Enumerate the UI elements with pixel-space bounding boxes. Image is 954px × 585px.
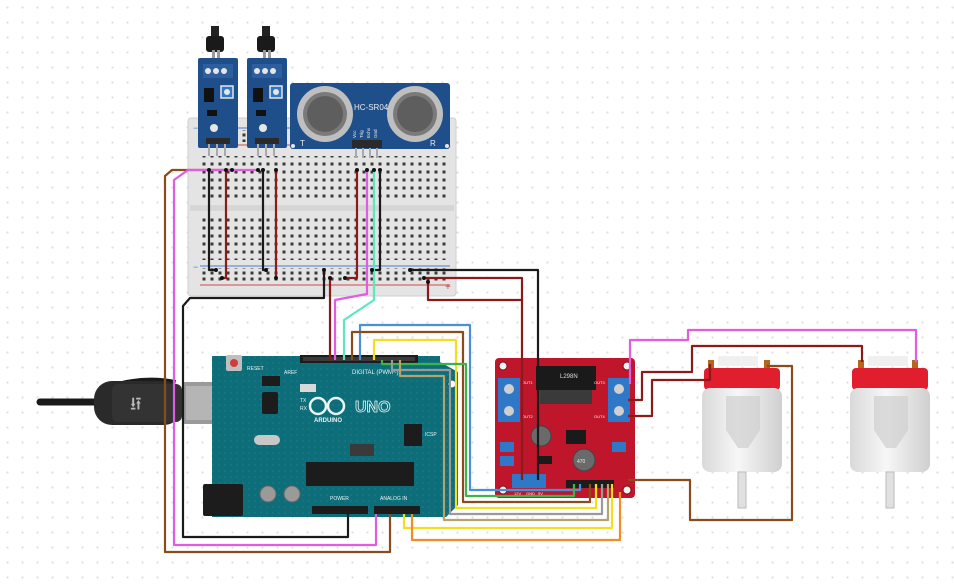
arduino-uno[interactable]: RESET DIGITAL (PWM~) AREF TX RX ARDUINO … (203, 355, 458, 517)
driver-chip-label: L298N (560, 374, 578, 380)
pin-12v-label: 12V (514, 491, 521, 496)
power-terminal[interactable] (512, 474, 546, 488)
motor-a-terminal[interactable] (498, 378, 520, 422)
sensor-model-label: HC-SR04 (354, 103, 389, 112)
icsp-label: ICSP (425, 432, 437, 438)
dc-motor-right[interactable] (850, 356, 930, 509)
wire-red-motor-left[interactable] (628, 364, 712, 418)
terminal-strip-top (202, 156, 446, 202)
heatsink (536, 366, 596, 390)
out1-label: OUT1 (522, 380, 533, 385)
wire-red-motor-right[interactable] (628, 344, 864, 402)
wire-us-vcc[interactable] (345, 170, 359, 280)
analog-header[interactable] (374, 506, 420, 514)
wire-black-rail-driver[interactable] (410, 268, 540, 480)
wire-ir-left-gnd[interactable] (207, 170, 216, 272)
out2-label: OUT2 (522, 414, 533, 419)
wire-gray-sig[interactable] (390, 360, 604, 516)
rail-minus-bottom: − (193, 262, 198, 272)
wire-brown-ir[interactable] (163, 168, 392, 554)
wire-brown-sig[interactable] (350, 330, 592, 504)
usb-symbol-icon: ⭿ (130, 394, 142, 414)
wire-pink-motor[interactable] (628, 328, 918, 384)
receiver-marker: R (430, 139, 436, 148)
l298n-motor-driver[interactable]: L298N OUT1 OUT2 OUT3 OUT4 470 12V GND 5V (495, 358, 635, 498)
capacitor-right (572, 448, 596, 472)
power-label: POWER (330, 496, 349, 502)
wires (163, 168, 918, 554)
analog-label: ANALOG IN (380, 496, 408, 502)
usb-cable[interactable]: ⭿ (36, 377, 218, 425)
aref-label: AREF (284, 370, 297, 376)
wire-green-sig[interactable] (380, 360, 576, 498)
wire-brown-motor-left[interactable] (628, 364, 794, 522)
pin-label-echo: Echo (366, 127, 371, 138)
arduino-brand: ARDUINO (314, 418, 342, 424)
wire-yellow-sig[interactable] (372, 338, 598, 510)
icsp-header[interactable] (404, 424, 422, 446)
ir-sensor-right[interactable] (247, 26, 287, 156)
digital-label: DIGITAL (PWM~) (352, 370, 399, 376)
wire-black-gnd-loop[interactable] (181, 270, 350, 539)
wire-pink-ir[interactable] (172, 168, 378, 547)
atmega-chip (306, 462, 414, 486)
wire-us-echo[interactable] (342, 170, 376, 360)
arduino-model: UNO (355, 399, 391, 416)
center-channel (190, 205, 454, 211)
arduino-logo: ARDUINO UNO (308, 396, 391, 424)
rx-label: RX (300, 406, 308, 412)
wire-blue[interactable] (358, 323, 582, 492)
pin-5v-label: 5V (538, 491, 543, 496)
pin-label-trig: Trig (359, 130, 364, 138)
pin-label-gnd: Gnd (373, 129, 378, 138)
out3-label: OUT3 (594, 380, 605, 385)
dc-motor-left[interactable] (702, 356, 782, 509)
out4-label: OUT4 (594, 414, 605, 419)
pin-gnd-label: GND (526, 491, 535, 496)
wire-olive-sig[interactable] (398, 360, 610, 522)
rail-plus-bottom: + (445, 282, 451, 293)
ir-sensor-left[interactable] (198, 26, 238, 156)
wire-us-trig[interactable] (333, 170, 369, 360)
capacitor-label: 470 (577, 459, 586, 465)
capacitor-left (530, 425, 552, 447)
transmitter-marker: T (300, 139, 305, 148)
terminal-strip-bottom (202, 214, 446, 260)
dc-power-jack[interactable] (203, 484, 243, 516)
wire-orange-analog[interactable] (410, 492, 622, 542)
tx-label: TX (300, 398, 307, 404)
ultrasonic-sensor-hc-sr04[interactable]: HC-SR04 T R Vcc Trig Echo Gnd (290, 83, 450, 158)
power-header[interactable] (312, 506, 368, 514)
wire-yellow-analog[interactable] (402, 484, 614, 530)
crystal (254, 435, 280, 445)
pin-label-vcc: Vcc (352, 130, 357, 138)
wire-endpoints (207, 168, 430, 284)
rail-minus-top: − (193, 123, 198, 133)
motor-b-terminal[interactable] (608, 378, 630, 422)
reset-label: RESET (247, 366, 264, 372)
